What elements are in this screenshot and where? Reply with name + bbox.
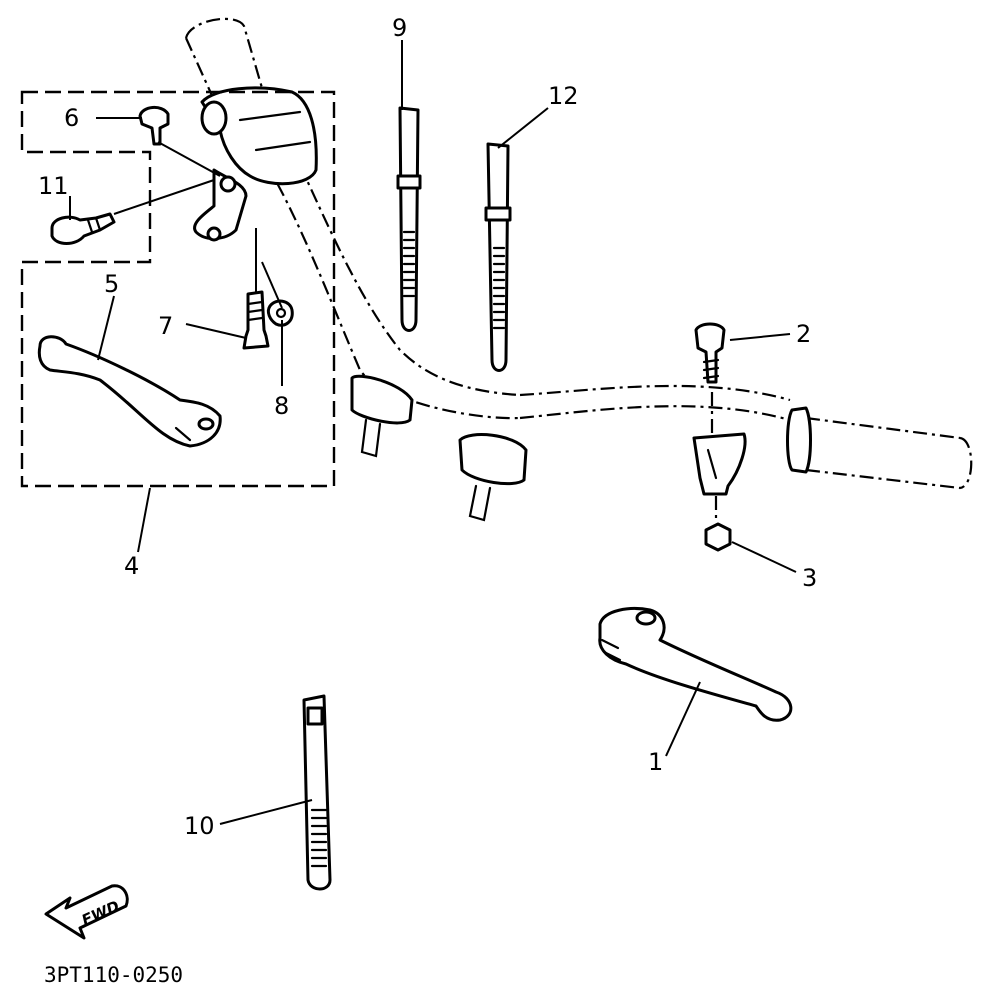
callout-12: 12 — [548, 82, 579, 110]
brake-lever-right — [598, 607, 793, 722]
callout-1: 1 — [648, 748, 663, 776]
nut-right — [704, 496, 732, 552]
callout-7: 7 — [158, 312, 173, 340]
callout-4: 4 — [124, 552, 139, 580]
handlebar-phantom — [184, 17, 973, 490]
nut-left — [266, 299, 294, 327]
callout-3: 3 — [802, 564, 817, 592]
handlebar-clamps — [350, 374, 812, 522]
diagram-code: 3PT110-0250 — [44, 963, 183, 987]
callout-6: 6 — [64, 104, 79, 132]
adjuster-screw-11 — [50, 212, 116, 245]
cable-tie-9 — [396, 106, 422, 332]
cable-tie-12 — [484, 142, 512, 372]
callout-10: 10 — [184, 812, 215, 840]
callout-5: 5 — [104, 270, 119, 298]
callout-2: 2 — [796, 320, 811, 348]
left-lever-bracket — [193, 86, 318, 242]
right-lever-holder — [692, 432, 747, 496]
brake-lever-left — [37, 335, 222, 448]
callout-11: 11 — [38, 172, 69, 200]
forward-arrow: FWD — [44, 884, 129, 940]
leader-lines — [69, 40, 797, 825]
callout-labels: 1 2 3 4 5 6 7 8 9 10 11 12 — [38, 14, 817, 840]
callout-8: 8 — [274, 392, 289, 420]
callout-9: 9 — [392, 14, 407, 42]
screw-6 — [138, 106, 170, 146]
pivot-bolt-left — [242, 290, 270, 350]
cable-tie-10 — [302, 694, 332, 891]
assembly-4-outline — [20, 90, 336, 488]
pivot-bolt-right — [694, 322, 726, 452]
